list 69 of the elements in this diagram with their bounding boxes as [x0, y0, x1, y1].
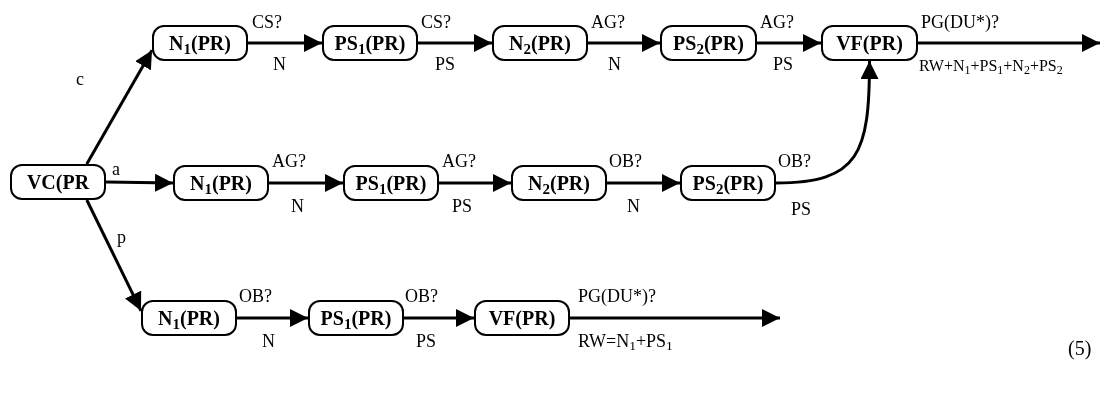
process-box: [474, 300, 570, 336]
process-box: [492, 25, 588, 61]
process-box: [10, 164, 106, 200]
line-annotation: N: [608, 55, 621, 73]
node-label: PS$_{1}$(PR): [320, 308, 392, 328]
line-annotation: RW+N$_{1}$+PS$_{1}$+N$_{2}$+PS$_{2}$: [919, 58, 1063, 74]
process-box: [152, 25, 248, 61]
process-box: [173, 165, 269, 201]
process-box: [141, 300, 237, 336]
edge-label: OB?: [239, 287, 272, 305]
node-label: VF(PR): [488, 308, 556, 328]
arrow: [269, 174, 343, 192]
arrow: [607, 174, 680, 192]
equation-number: (5): [1068, 338, 1092, 358]
arrow: [439, 174, 511, 192]
edge-label: OB?: [778, 152, 811, 170]
arrow: [775, 61, 879, 185]
process-box: [343, 165, 439, 201]
node-label: N$_{1}$(PR): [158, 308, 220, 328]
arrow: [237, 309, 308, 327]
arrow: [570, 309, 780, 327]
line-annotation: N: [273, 55, 286, 73]
node-label: VF(PR): [836, 33, 903, 53]
node-label: VC(PR: [26, 172, 90, 192]
arrow: [588, 34, 660, 52]
line-annotation: PS: [435, 55, 456, 73]
edge-label: AG?: [591, 13, 625, 31]
process-box: [660, 25, 757, 61]
arrow: [85, 49, 154, 165]
arrow: [404, 309, 474, 327]
edge-label: CS?: [252, 13, 282, 31]
edge-label: AG?: [442, 152, 476, 170]
edge-label: CS?: [421, 13, 451, 31]
process-box: [821, 25, 918, 61]
arrow: [918, 34, 1100, 52]
edge-label: p: [117, 228, 126, 246]
node-label: N$_{1}$(PR): [169, 33, 231, 53]
arrow: [248, 34, 322, 52]
edge-label: a: [112, 160, 120, 178]
edge-label: PG(DU*)?: [921, 13, 999, 31]
edge-label: OB?: [609, 152, 642, 170]
arrow: [757, 34, 821, 52]
process-box: [308, 300, 404, 336]
process-box: [680, 165, 776, 201]
node-label: N$_{2}$(PR): [509, 33, 571, 53]
line-annotation: PS: [791, 200, 812, 218]
line-annotation: N: [291, 197, 304, 215]
arrow: [418, 34, 492, 52]
arrow: [105, 173, 174, 192]
node-label: N$_{2}$(PR): [528, 173, 590, 193]
arrow: [85, 199, 143, 312]
edge-label: AG?: [272, 152, 306, 170]
node-label: N$_{1}$(PR): [190, 173, 252, 193]
process-box: [322, 25, 418, 61]
line-annotation: PS: [452, 197, 473, 215]
line-annotation: N: [262, 332, 275, 350]
process-box: [511, 165, 607, 201]
line-annotation: N: [627, 197, 640, 215]
edge-label: OB?: [405, 287, 438, 305]
edge-label: c: [76, 70, 84, 88]
edge-label: PG(DU*)?: [578, 287, 656, 305]
node-label: PS$_{2}$(PR): [692, 173, 764, 193]
node-label: PS$_{1}$(PR): [355, 173, 427, 193]
edge-label: AG?: [760, 13, 794, 31]
line-annotation: PS: [416, 332, 437, 350]
node-label: PS$_{1}$(PR): [334, 33, 406, 53]
line-annotation: RW=N$_{1}$+PS$_{1}$: [578, 332, 673, 350]
node-label: PS$_{2}$(PR): [673, 33, 744, 53]
line-annotation: PS: [773, 55, 794, 73]
